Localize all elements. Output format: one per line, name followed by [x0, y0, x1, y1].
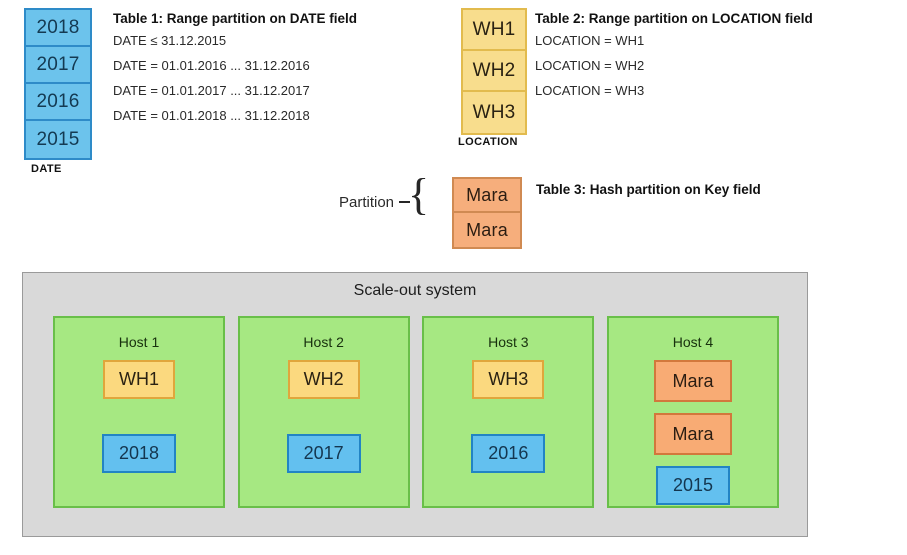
host-title: Host 1 [118, 334, 160, 350]
location-partition-cell: WH1 [463, 10, 525, 51]
host-title: Host 4 [672, 334, 714, 350]
host-chip-location: WH2 [287, 360, 360, 399]
host-title: Host 2 [303, 334, 344, 350]
host-slots: WH3 2016 [424, 360, 592, 506]
host-chip-location: WH1 [103, 360, 175, 399]
table3-legend: Table 3: Hash partition on Key field [536, 181, 761, 199]
partition-label: Partition [339, 193, 395, 211]
partition-brace-group: Partition { [339, 173, 429, 222]
host-chip-location: WH3 [472, 360, 545, 399]
scale-out-system-title: Scale-out system [353, 282, 477, 299]
host-slots: WH2 2017 [240, 360, 408, 506]
table1-rule: DATE ≤ 31.12.2015 [113, 33, 227, 48]
key-partition-cell: Mara [454, 179, 520, 213]
table2-title: Table 2: Range partition on LOCATION fie… [535, 11, 813, 26]
table3-title: Table 3: Hash partition on Key field [536, 182, 761, 197]
host-box-3: Host 3 WH3 2016 [422, 316, 595, 508]
host-chip-date: 2017 [286, 434, 361, 473]
key-partition-stack: Mara Mara [452, 177, 522, 249]
host-chip-key: Mara [653, 360, 732, 402]
location-partition-cell: WH3 [463, 92, 525, 133]
table1-legend: Table 1: Range partition on DATE field D… [113, 10, 357, 128]
table2-legend: Table 2: Range partition on LOCATION fie… [535, 10, 813, 103]
scale-out-system-container: Scale-out system Host 1 WH1 2018 Host 2 … [22, 272, 808, 537]
host-chip-key: Mara [653, 413, 732, 455]
host-slots: Mara Mara 2015 [609, 360, 777, 528]
hosts-row: Host 1 WH1 2018 Host 2 WH2 2017 Host 3 W… [53, 316, 779, 508]
date-partition-cell: 2015 [26, 121, 90, 158]
host-box-4: Host 4 Mara Mara 2015 [606, 316, 779, 508]
table2-rule: LOCATION = WH3 [535, 83, 645, 98]
host-chip-date: 2016 [471, 434, 546, 473]
table1-title: Table 1: Range partition on DATE field [113, 11, 358, 26]
table1-rule: DATE = 01.01.2018 ... 31.12.2018 [113, 108, 310, 123]
location-partition-stack: WH1 WH2 WH3 [461, 8, 527, 135]
table1-rule: DATE = 01.01.2016 ... 31.12.2016 [113, 58, 310, 73]
date-partition-cell: 2017 [26, 47, 90, 84]
table2-rule: LOCATION = WH1 [535, 33, 645, 48]
table2-rule: LOCATION = WH2 [535, 58, 645, 73]
key-partition-cell: Mara [454, 213, 520, 247]
host-box-1: Host 1 WH1 2018 [53, 316, 225, 508]
host-title: Host 3 [488, 334, 529, 350]
date-partition-cell: 2018 [26, 10, 90, 47]
host-box-2: Host 2 WH2 2017 [237, 316, 410, 508]
date-partition-cell: 2016 [26, 84, 90, 121]
host-chip-date: 2018 [102, 434, 176, 473]
location-stack-caption: LOCATION [458, 136, 518, 148]
curly-brace-icon: { [399, 173, 429, 222]
date-stack-caption: DATE [31, 163, 62, 175]
table1-rule: DATE = 01.01.2017 ... 31.12.2017 [113, 83, 310, 98]
host-slots: WH1 2018 [55, 360, 223, 506]
location-partition-cell: WH2 [463, 51, 525, 92]
date-partition-stack: 2018 2017 2016 2015 [24, 8, 92, 160]
host-chip-date: 2015 [655, 466, 730, 505]
